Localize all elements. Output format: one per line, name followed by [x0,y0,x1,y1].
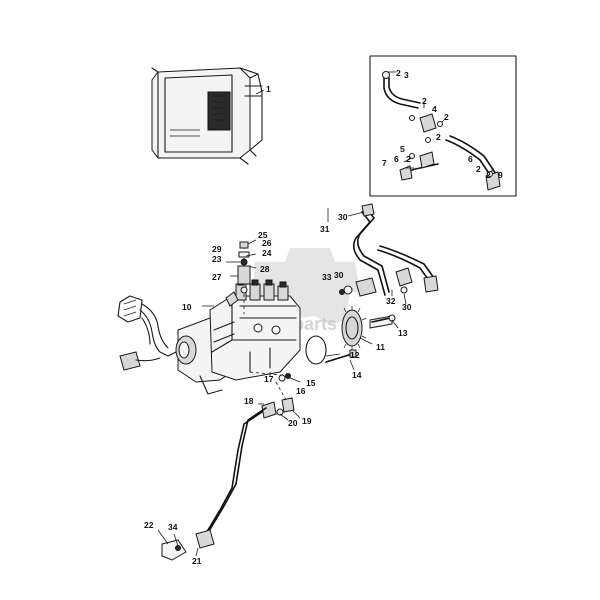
callout-18: 18 [244,396,254,406]
callout-22: 22 [144,520,154,530]
callout-2: 2 [486,170,491,180]
callout-13: 13 [398,328,408,338]
bolt-13 [371,314,396,323]
callout-23: 23 [212,254,222,264]
callout-21: 21 [192,556,202,566]
callout-9: 9 [498,170,503,180]
return-pipe [161,407,267,561]
callout-31: 31 [320,224,330,234]
callouts: 1 2 3 2 4 2 5 2 2 6 7 2 6 2 9 30 31 25 2… [144,68,503,566]
callout-30: 30 [402,302,412,312]
callout-25: 25 [258,230,268,240]
callout-19: 19 [302,416,312,426]
small-parts-15-17 [249,371,291,382]
callout-28: 28 [260,264,270,274]
callout-2: 2 [436,132,441,142]
callout-4: 4 [432,104,437,114]
callout-2: 2 [422,96,427,106]
callout-2: 2 [396,68,401,78]
callout-6: 6 [468,154,473,164]
callout-27: 27 [212,272,222,282]
callout-3: 3 [404,70,409,80]
callout-2: 2 [476,164,481,174]
callout-33: 33 [322,272,332,282]
callout-34: 34 [168,522,178,532]
leader-lines [157,71,493,557]
callout-7: 7 [382,158,387,168]
callout-2: 2 [406,154,411,164]
callout-32: 32 [386,296,396,306]
callout-30: 30 [334,270,344,280]
callout-29: 29 [212,244,222,254]
injection-pump [175,279,301,395]
ecu-module [151,67,263,165]
callout-6: 6 [394,154,399,164]
callout-24: 24 [262,248,272,258]
callout-14: 14 [352,370,362,380]
callout-5: 5 [400,144,405,154]
callout-16: 16 [296,386,306,396]
o-ring [305,335,327,365]
callout-15: 15 [306,378,316,388]
callout-11: 11 [376,342,385,352]
ecu-label-plate [207,91,231,131]
callout-1: 1 [266,84,271,94]
callout-20: 20 [288,418,298,428]
callout-26: 26 [262,238,272,248]
delivery-valve-stack [237,241,251,314]
bolt-14 [325,349,357,363]
callout-30: 30 [338,212,348,222]
callout-12: 12 [350,350,360,360]
wiring-harness [117,295,177,371]
callout-10: 10 [182,302,192,312]
callout-17: 17 [264,374,274,384]
injection-pipe-upper [352,203,439,296]
fittings-18-20 [261,381,295,419]
callout-2: 2 [444,112,449,122]
fitting-group-33 [339,277,377,297]
inset-detail [369,55,517,197]
inset-frame [369,55,517,197]
